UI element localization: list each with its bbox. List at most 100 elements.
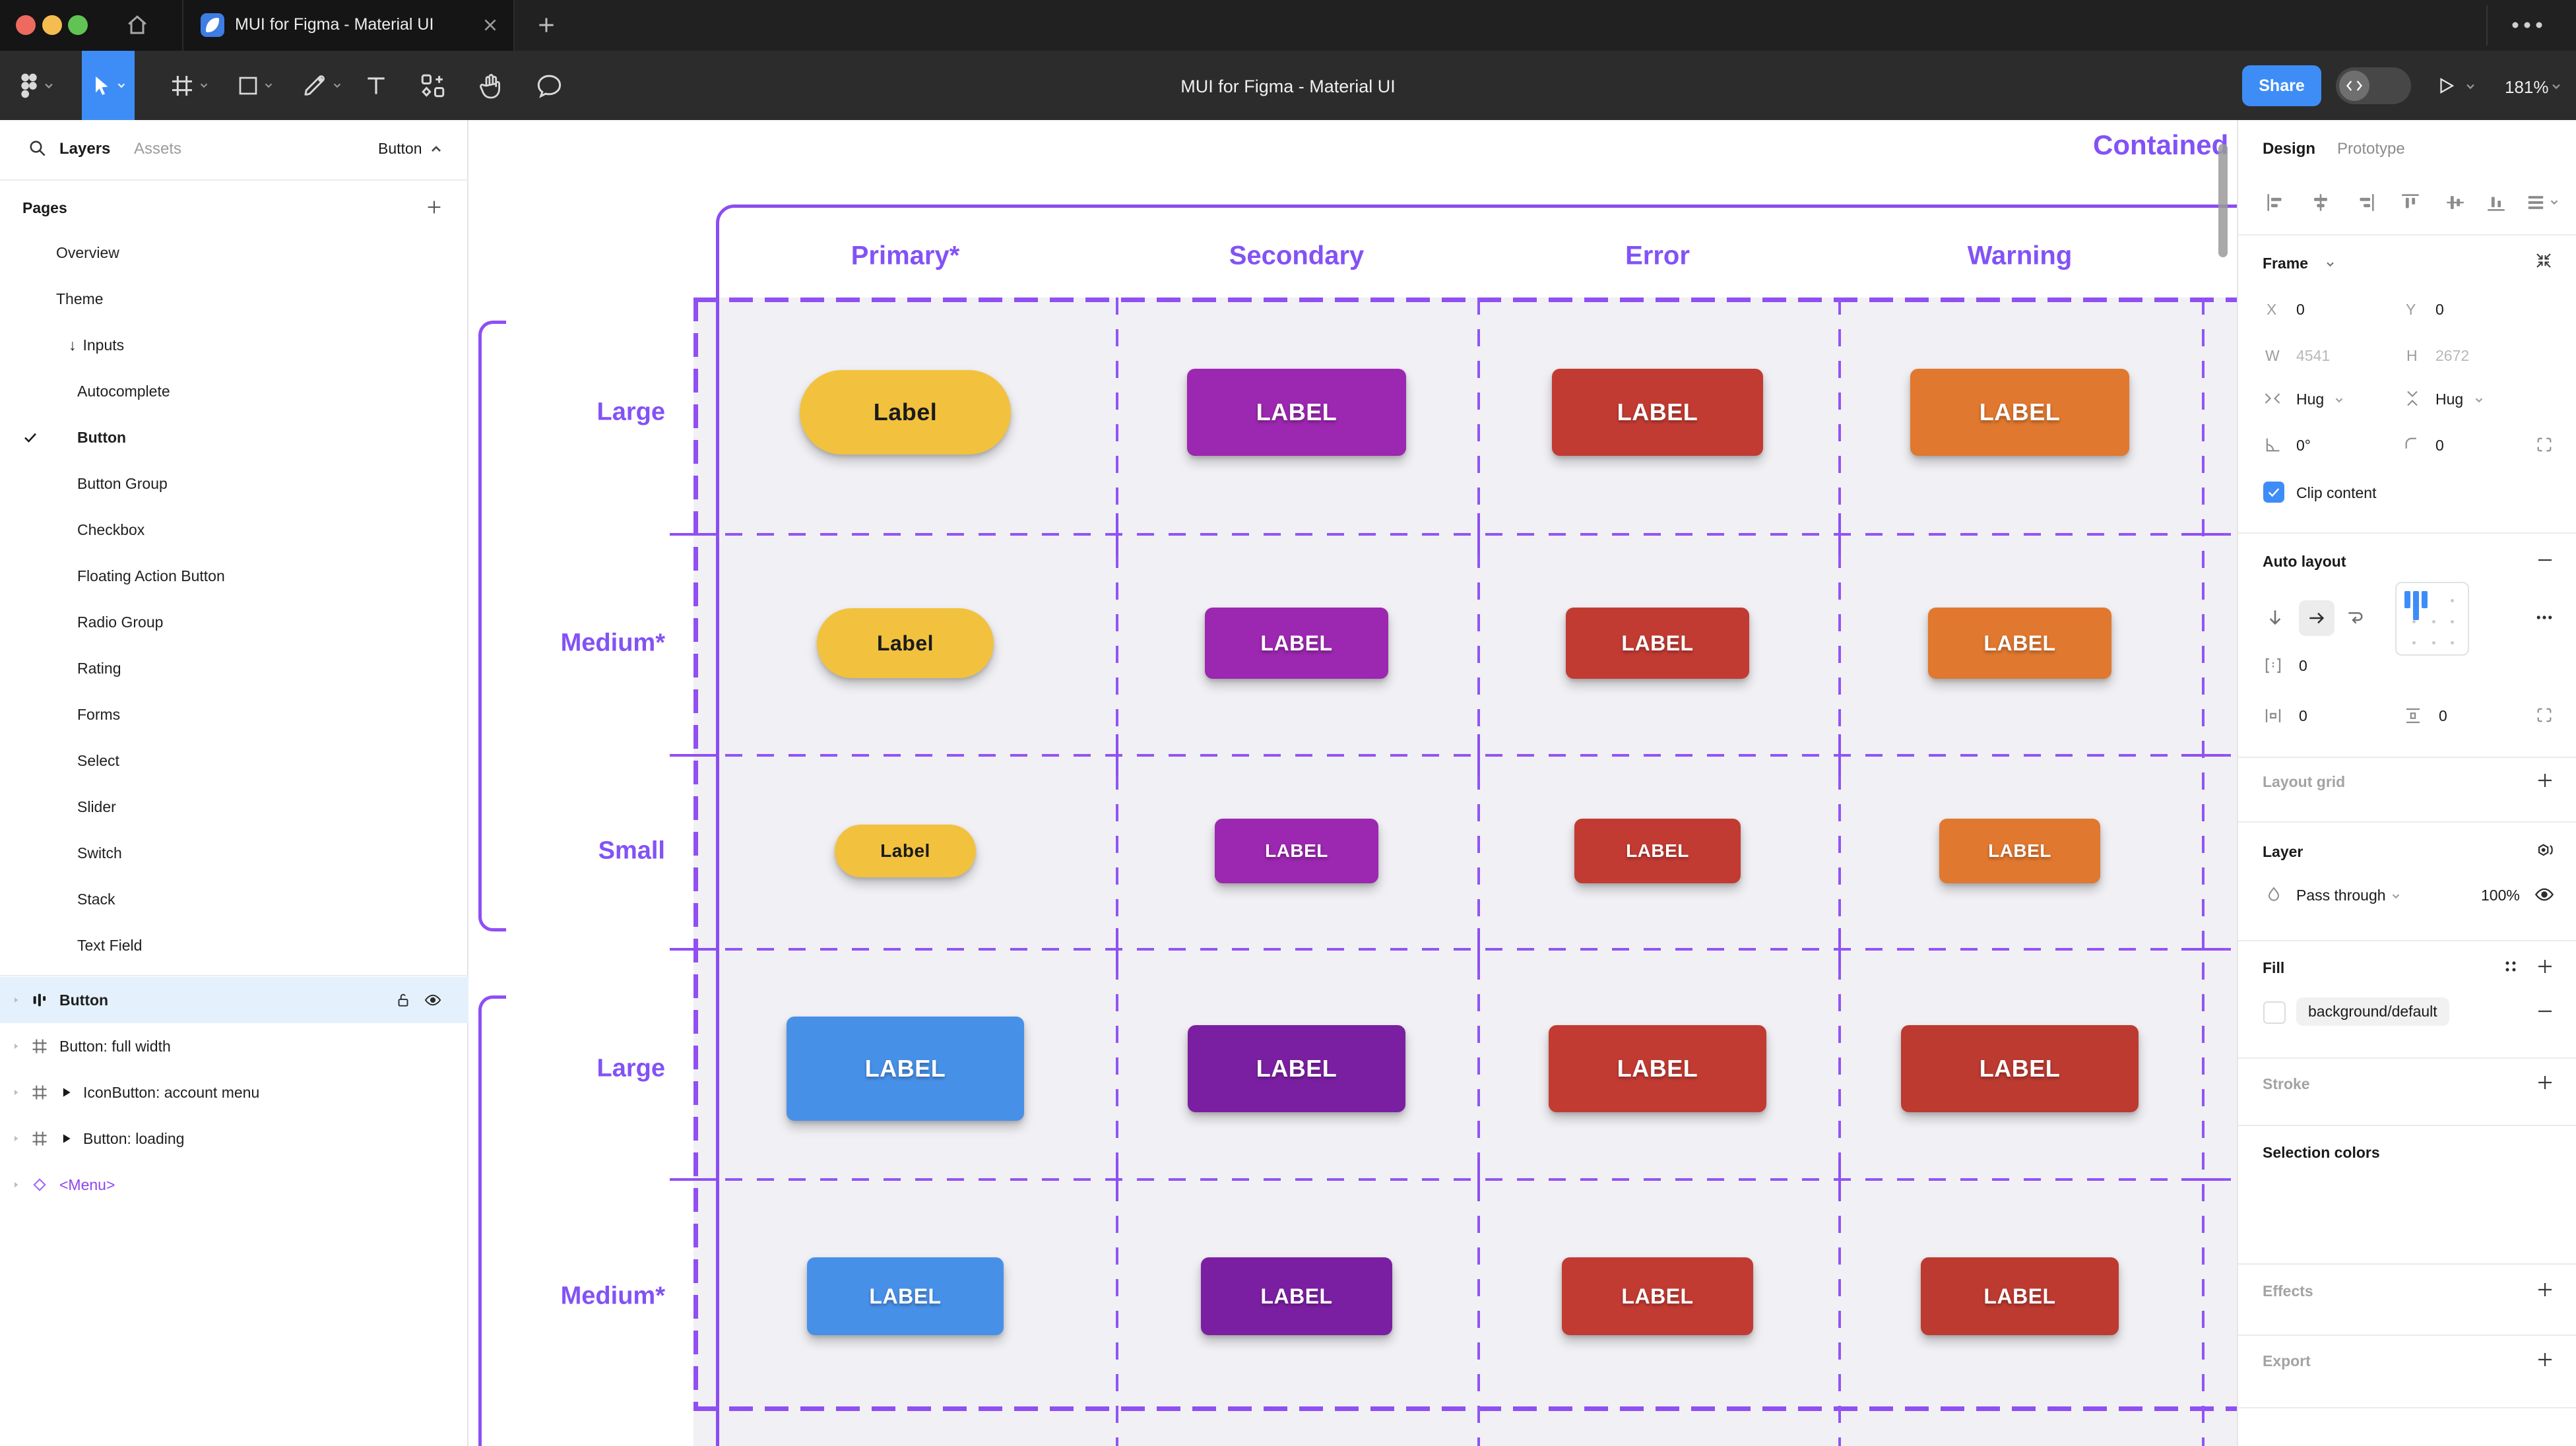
align-h-center-icon[interactable]	[2309, 191, 2332, 214]
gap-value[interactable]: 0	[2299, 657, 2307, 675]
expand-chevron-icon[interactable]	[11, 1041, 21, 1052]
mui-button-variant[interactable]: LABEL	[1549, 1025, 1766, 1112]
page-selector[interactable]: Button	[378, 140, 422, 158]
fill-styles-icon[interactable]	[2501, 957, 2521, 976]
frame-title[interactable]: Contained	[2093, 129, 2228, 161]
mui-button-variant[interactable]: LABEL	[1901, 1025, 2139, 1112]
sidebar-page-item[interactable]: Floating Action Button	[0, 553, 468, 599]
radius-value[interactable]: 0	[2435, 437, 2444, 455]
mui-button-variant[interactable]: LABEL	[1215, 819, 1378, 883]
canvas[interactable]: ContainedPrimary*SecondaryErrorWarningLa…	[470, 120, 2237, 1446]
window-zoom-button[interactable]	[68, 15, 88, 35]
hug-h-value[interactable]: Hug	[2296, 391, 2324, 408]
clip-content-checkbox[interactable]	[2263, 482, 2284, 503]
x-value[interactable]: 0	[2296, 301, 2305, 319]
file-title[interactable]: MUI for Figma - Material UI	[1180, 77, 1396, 97]
new-tab-icon[interactable]	[536, 15, 557, 36]
opacity-value[interactable]: 100%	[2481, 887, 2520, 904]
flow-horizontal-selected[interactable]	[2299, 600, 2334, 636]
blend-mode-icon[interactable]	[2534, 839, 2555, 860]
w-value[interactable]: 4541	[2296, 347, 2330, 365]
y-value[interactable]: 0	[2435, 301, 2444, 319]
sidebar-page-item[interactable]: Checkbox	[0, 507, 468, 553]
sidebar-page-item[interactable]: Switch	[0, 830, 468, 876]
canvas-scrollbar[interactable]	[2218, 144, 2228, 257]
fill-color-swatch[interactable]	[2263, 1001, 2286, 1024]
window-minimize-button[interactable]	[42, 15, 62, 35]
padding-v-value[interactable]: 0	[2439, 707, 2447, 725]
resources-tool-button[interactable]	[412, 51, 454, 120]
padding-h-value[interactable]: 0	[2299, 707, 2307, 725]
add-effect-icon[interactable]	[2535, 1280, 2555, 1300]
add-page-icon[interactable]	[425, 198, 443, 216]
browser-tab[interactable]: MUI for Figma - Material UI	[182, 0, 515, 51]
align-right-icon[interactable]	[2354, 191, 2377, 214]
add-fill-icon[interactable]	[2535, 957, 2555, 976]
sidebar-page-item[interactable]: Stack	[0, 876, 468, 922]
remove-auto-layout-icon[interactable]	[2535, 550, 2555, 570]
sidebar-page-item[interactable]: Forms	[0, 691, 468, 738]
mui-button-variant[interactable]: LABEL	[1562, 1257, 1753, 1335]
lock-open-icon[interactable]	[395, 991, 412, 1009]
layer-row[interactable]: Button: loading	[0, 1116, 468, 1162]
add-stroke-icon[interactable]	[2535, 1073, 2555, 1092]
independent-corners-icon[interactable]	[2535, 435, 2554, 454]
shape-tool-button[interactable]	[223, 51, 286, 120]
add-export-icon[interactable]	[2535, 1350, 2555, 1369]
mui-button-variant[interactable]: LABEL	[1205, 608, 1388, 679]
sidebar-page-item[interactable]: ↓Inputs	[0, 322, 468, 368]
expand-chevron-icon[interactable]	[11, 995, 21, 1005]
align-top-icon[interactable]	[2399, 191, 2422, 214]
comment-tool-button[interactable]	[528, 51, 570, 120]
browser-more-icon[interactable]	[2509, 18, 2546, 32]
move-tool-button[interactable]	[82, 51, 135, 120]
sidebar-page-item[interactable]: Radio Group	[0, 599, 468, 645]
sidebar-page-item[interactable]: Select	[0, 738, 468, 784]
layer-row[interactable]: IconButton: account menu	[0, 1069, 468, 1116]
dev-mode-toggle[interactable]	[2336, 67, 2411, 104]
sidebar-page-item[interactable]: Slider	[0, 784, 468, 830]
caret-up-icon[interactable]	[430, 145, 442, 153]
sidebar-page-item[interactable]: Theme	[0, 276, 468, 322]
hug-v-value[interactable]: Hug	[2435, 391, 2463, 408]
layer-row[interactable]: Button	[0, 977, 468, 1023]
expand-chevron-icon[interactable]	[11, 1133, 21, 1144]
eye-icon[interactable]	[424, 991, 442, 1009]
hug-h-chevron-icon[interactable]	[2334, 397, 2344, 403]
window-close-button[interactable]	[16, 15, 36, 35]
rotation-value[interactable]: 0°	[2296, 437, 2311, 455]
add-layout-grid-icon[interactable]	[2535, 770, 2555, 790]
play-triangle-icon[interactable]	[59, 1132, 73, 1145]
distribute-chevron-icon[interactable]	[2550, 199, 2559, 205]
mui-button-variant[interactable]: Label	[835, 825, 976, 877]
layer-row[interactable]: <Menu>	[0, 1162, 468, 1208]
mui-button-variant[interactable]: LABEL	[1188, 1025, 1405, 1112]
pen-tool-button[interactable]	[290, 51, 354, 120]
tab-prototype[interactable]: Prototype	[2337, 140, 2405, 158]
zoom-chevron-icon[interactable]	[2551, 83, 2561, 90]
flow-vertical-icon[interactable]	[2265, 607, 2286, 628]
collapse-icon[interactable]	[2534, 251, 2554, 270]
tab-assets[interactable]: Assets	[134, 140, 181, 158]
sidebar-page-item[interactable]: Rating	[0, 645, 468, 691]
mui-button-variant[interactable]: Label	[800, 370, 1011, 455]
main-menu-button[interactable]	[17, 51, 57, 120]
sidebar-page-item[interactable]: Button	[0, 414, 468, 460]
blend-chevron-icon[interactable]	[2391, 893, 2400, 899]
layer-visibility-icon[interactable]	[2534, 884, 2555, 905]
layer-row[interactable]: Button: full width	[0, 1023, 468, 1069]
home-icon[interactable]	[125, 13, 149, 37]
mui-button-variant[interactable]: LABEL	[1552, 369, 1763, 456]
mui-button-variant[interactable]: LABEL	[1201, 1257, 1392, 1335]
alignment-matrix[interactable]	[2395, 582, 2469, 656]
fill-token[interactable]: background/default	[2296, 997, 2449, 1026]
align-bottom-icon[interactable]	[2485, 191, 2507, 214]
hand-tool-button[interactable]	[470, 51, 512, 120]
frame-section-header[interactable]: Frame	[2263, 255, 2308, 272]
tab-layers[interactable]: Layers	[59, 140, 110, 158]
auto-layout-more-icon[interactable]	[2532, 608, 2556, 627]
mui-button-variant[interactable]: LABEL	[1910, 369, 2129, 456]
sidebar-page-item[interactable]: Text Field	[0, 922, 468, 968]
mui-button-variant[interactable]: LABEL	[1939, 819, 2100, 883]
flow-wrap-icon[interactable]	[2345, 607, 2366, 628]
